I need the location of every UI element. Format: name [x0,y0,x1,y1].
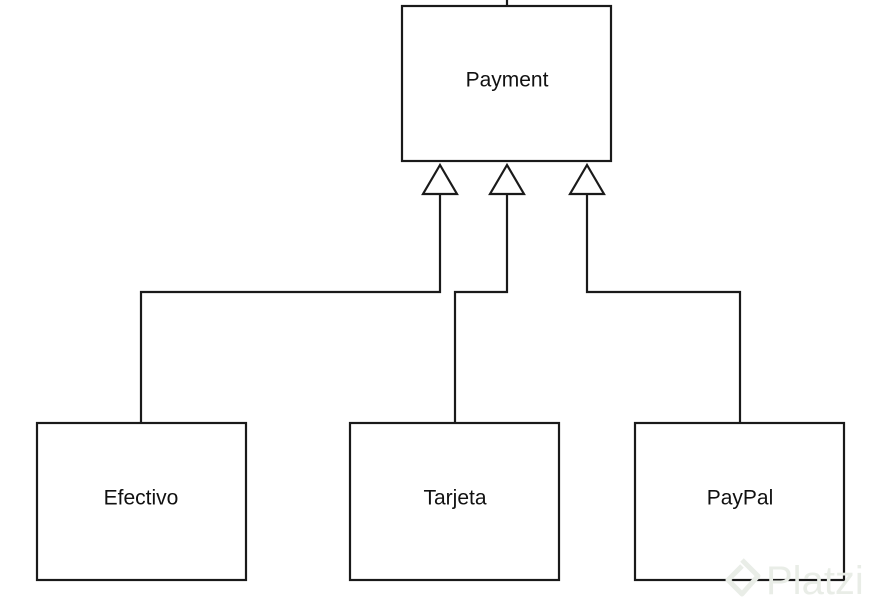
edge-paypal-to-payment [585,194,742,423]
class-box-payment[interactable]: Payment [400,4,613,163]
class-box-tarjeta[interactable]: Tarjeta [348,421,561,582]
platzi-logo-icon [725,558,761,597]
class-box-efectivo[interactable]: Efectivo [35,421,248,582]
platzi-watermark: Platzi [725,558,864,603]
inheritance-arrowhead-tarjeta [488,162,526,196]
class-box-paypal[interactable]: PayPal [633,421,846,582]
inheritance-arrowhead-efectivo [421,162,459,196]
edge-tarjeta-to-payment [453,194,509,423]
class-label-payment: Payment [466,69,549,92]
class-label-paypal: PayPal [707,487,774,510]
platzi-watermark-text: Platzi [766,559,864,603]
inheritance-arrowhead-paypal [568,162,606,196]
class-label-tarjeta: Tarjeta [423,487,486,510]
edge-efectivo-to-payment [139,194,442,423]
class-label-efectivo: Efectivo [104,487,179,510]
